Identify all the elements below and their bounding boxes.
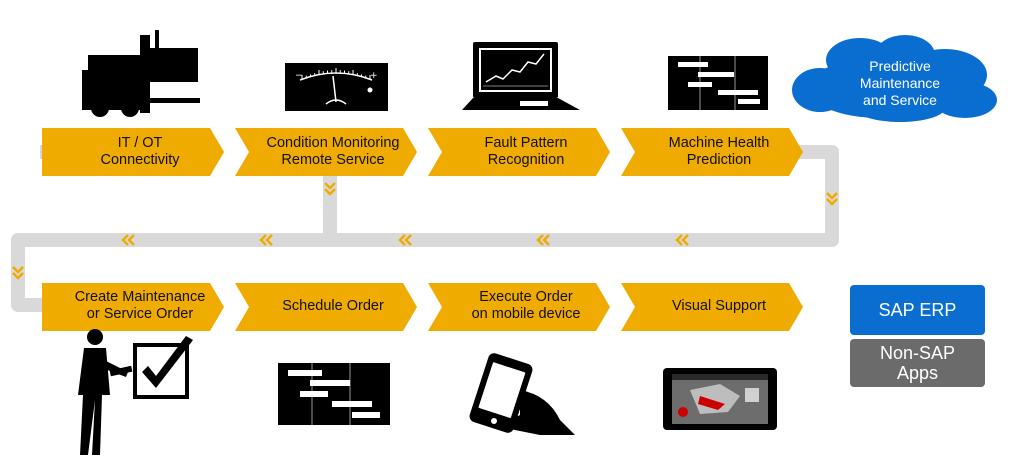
- chevron-down-icon: [12, 266, 24, 280]
- cloud-icon: [792, 35, 997, 122]
- gantt-schedule-icon: [278, 363, 390, 425]
- step-fault-pattern-recognition: Fault Pattern Recognition: [484, 135, 568, 168]
- step-execute-order-mobile: Execute Order on mobile device: [471, 289, 581, 322]
- laptop-chart-icon: [462, 42, 580, 110]
- step-it-ot-connectivity: IT / OT Connectivity: [100, 135, 180, 168]
- forklift-icon: [82, 30, 200, 117]
- top-process-arrow-4: [621, 128, 803, 176]
- chevron-left-icon: [398, 234, 412, 246]
- svg-text:+: +: [370, 71, 378, 81]
- step-schedule-order: Schedule Order: [282, 297, 384, 314]
- flow-chevrons: [12, 182, 838, 280]
- cloud-label: Predictive Maintenance and Service: [859, 58, 941, 108]
- step-visual-support: Visual Support: [671, 297, 767, 314]
- step-create-maintenance-order: Create Maintenance or Service Order: [74, 289, 206, 322]
- top-process-arrow-1: [42, 128, 224, 176]
- chevron-left-icon: [259, 234, 273, 246]
- sap-erp-badge: SAP ERP: [850, 285, 985, 335]
- chevron-left-icon: [121, 234, 135, 246]
- businessman-checkbox-icon: [78, 329, 193, 455]
- chevron-down-icon: [324, 182, 336, 196]
- top-process-arrow-2: [235, 128, 417, 176]
- non-sap-apps-badge: Non-SAP Apps: [850, 339, 985, 387]
- chevron-left-icon: [675, 234, 689, 246]
- bottom-process-arrow-1: [42, 283, 224, 331]
- svg-text:−: −: [295, 71, 303, 81]
- top-process-arrow-3: [428, 128, 610, 176]
- bottom-process-arrow-3: [428, 283, 610, 331]
- step-condition-monitoring: Condition Monitoring Remote Service: [266, 135, 400, 168]
- step-machine-health-prediction: Machine Health Prediction: [668, 135, 770, 168]
- tablet-visual-icon: [663, 368, 777, 430]
- smartphone-hand-icon: [469, 353, 575, 435]
- bottom-process-arrow-4: [621, 283, 803, 331]
- gantt-chart-icon: [668, 56, 768, 110]
- gauge-meter-icon: − +: [285, 63, 388, 111]
- chevron-down-icon: [826, 192, 838, 206]
- chevron-left-icon: [536, 234, 550, 246]
- bottom-process-arrow-2: [235, 283, 417, 331]
